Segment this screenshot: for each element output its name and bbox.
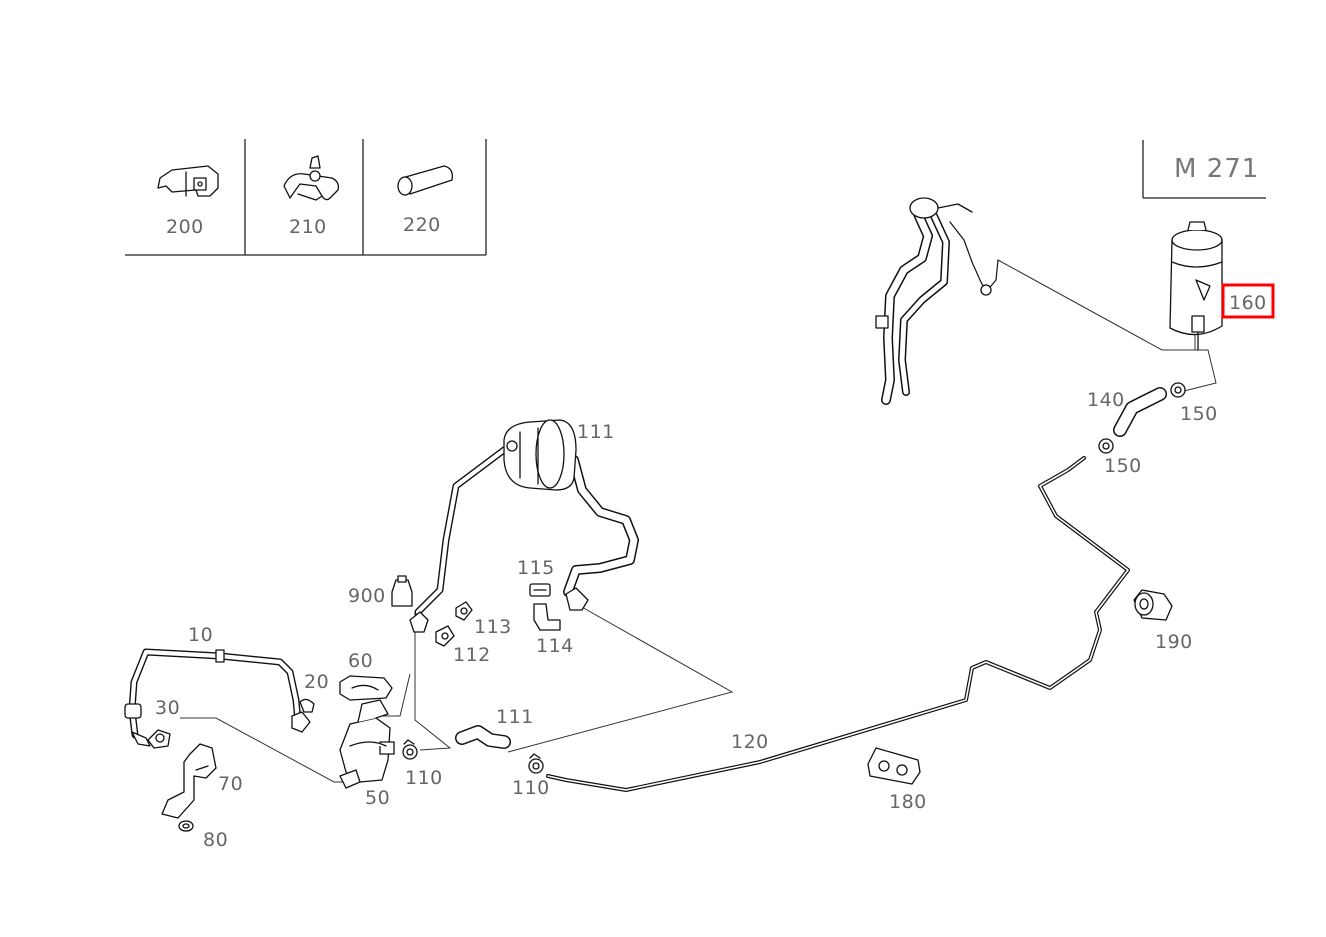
callout-113: 113 [474, 616, 512, 638]
part-115-clip[interactable] [529, 583, 551, 597]
part-114-elbow[interactable] [533, 603, 561, 631]
highlight-box-160 [1221, 283, 1275, 319]
callout-80: 80 [203, 829, 228, 851]
callout-112: 112 [453, 644, 491, 666]
callout-114: 114 [536, 635, 574, 657]
clamp-icon[interactable] [283, 155, 340, 201]
callout-150-lower: 150 [1104, 455, 1142, 477]
callout-190: 190 [1155, 631, 1193, 653]
part-110-clamp-left[interactable] [402, 739, 418, 760]
callout-140: 140 [1087, 389, 1125, 411]
engine-label: M 271 [1174, 154, 1259, 184]
part-10-pipe[interactable] [124, 648, 302, 747]
part-60-mount[interactable] [339, 675, 393, 701]
callout-20: 20 [304, 671, 329, 693]
callout-150-upper: 150 [1180, 403, 1218, 425]
callout-110-left: 110 [405, 767, 443, 789]
callout-10: 10 [188, 624, 213, 646]
callout-30: 30 [155, 697, 180, 719]
part-150-clamp-upper[interactable] [1170, 382, 1186, 398]
part-180-block[interactable] [867, 747, 921, 785]
part-190-holder[interactable] [1133, 589, 1173, 621]
leader-lines [180, 259, 1217, 783]
callout-50: 50 [365, 787, 390, 809]
callout-111-resonator: 111 [577, 421, 615, 443]
callout-115: 115 [517, 557, 555, 579]
engine-label-box: M 271 [1142, 140, 1266, 199]
part-140-hose[interactable] [1113, 387, 1167, 437]
part-80-washer[interactable] [178, 820, 194, 832]
callout-160[interactable]: 160 [1229, 292, 1267, 314]
legend-number-210: 210 [289, 216, 327, 238]
part-20-connector[interactable] [291, 698, 315, 733]
part-30-fitting[interactable] [147, 729, 171, 749]
part-120-fuel-line[interactable] [546, 456, 1130, 792]
part-113-fitting[interactable] [455, 601, 473, 621]
filler-neck-assembly[interactable] [875, 197, 999, 405]
callout-900: 900 [348, 585, 386, 607]
legend-number-200: 200 [166, 216, 204, 238]
part-111-resonator[interactable] [409, 419, 639, 633]
part-111-hose-small[interactable] [455, 725, 511, 749]
callout-labels: 10 20 30 50 60 70 80 110 110 111 111 112… [155, 292, 1267, 851]
part-110-clamp-right[interactable] [528, 753, 544, 774]
callout-70: 70 [218, 773, 243, 795]
callout-60: 60 [348, 650, 373, 672]
callout-120: 120 [731, 731, 769, 753]
part-160-canister[interactable] [1169, 221, 1223, 351]
legend-table: 200 210 220 [125, 139, 487, 256]
hose-sleeve-icon[interactable] [397, 165, 453, 196]
part-900-marker[interactable] [391, 575, 413, 607]
callout-180: 180 [889, 791, 927, 813]
callout-110-right: 110 [512, 777, 550, 799]
part-112-fitting[interactable] [435, 625, 455, 647]
part-70-bracket[interactable] [161, 743, 217, 819]
part-50-valve[interactable] [339, 699, 395, 789]
legend-number-220: 220 [403, 214, 441, 236]
part-150-clamp-lower[interactable] [1098, 438, 1114, 454]
callout-111-hose: 111 [496, 706, 534, 728]
clip-icon[interactable] [157, 165, 219, 197]
